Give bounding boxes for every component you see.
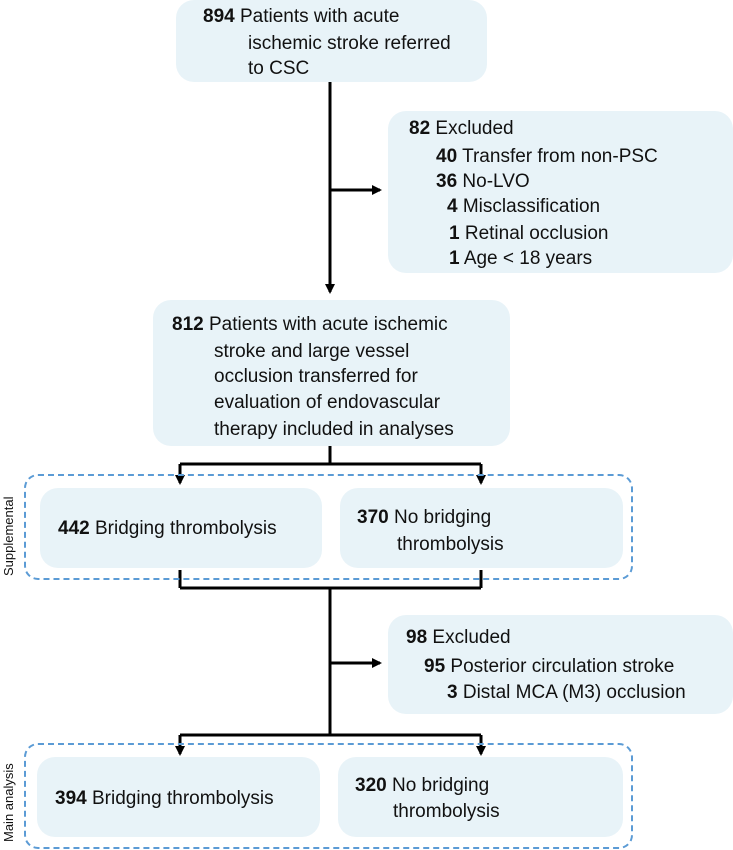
item-count: 3 <box>447 682 458 703</box>
supp-nobridging-line-1: 370 No bridging <box>357 505 491 530</box>
main-nobridging-box <box>338 757 623 837</box>
start-count: 894 <box>203 6 235 27</box>
included-line-2: stroke and large vessel <box>214 341 410 362</box>
item-label: Misclassification <box>462 196 601 217</box>
start-line-2: ischemic stroke referred <box>248 33 451 54</box>
supp-nobridging-count: 370 <box>357 507 389 528</box>
main-nobridging-line-2: thrombolysis <box>393 801 500 822</box>
item-count: 1 <box>449 223 460 244</box>
main-analysis-group <box>24 743 633 849</box>
start-box <box>176 0 487 82</box>
start-text-1: Patients with acute <box>239 6 400 27</box>
supp-bridging-count: 442 <box>58 518 90 539</box>
excluded-1-header: 82 Excluded <box>409 116 514 141</box>
item-label: Age < 18 years <box>463 248 593 269</box>
item-count: 95 <box>424 656 446 677</box>
item-label: Transfer from non-PSC <box>462 146 658 167</box>
included-box <box>153 300 510 446</box>
main-nobridging-line-1: 320 No bridging <box>355 773 489 798</box>
item-count: 36 <box>436 171 458 192</box>
item-count: 4 <box>447 196 458 217</box>
main-nobridging-text-1: No bridging <box>391 775 490 796</box>
main-bridging-count: 394 <box>55 788 87 809</box>
item-count: 1 <box>449 248 460 269</box>
excluded-2-label: Excluded <box>432 627 511 648</box>
excluded-1-item: 1 Age < 18 years <box>449 246 592 271</box>
main-bridging-text: 394 Bridging thrombolysis <box>55 786 274 811</box>
excluded-2-header: 98 Excluded <box>406 625 511 650</box>
supp-nobridging-text-1: No bridging <box>393 507 492 528</box>
item-label: No-LVO <box>462 171 530 192</box>
supplemental-label: Supplemental <box>1 496 16 577</box>
excluded-2-count: 98 <box>406 627 428 648</box>
excluded-1-item: 36 No-LVO <box>436 169 530 194</box>
excluded-1-count: 82 <box>409 118 431 139</box>
excluded-box-1 <box>388 111 733 273</box>
excluded-1-item: 40 Transfer from non-PSC <box>436 144 658 169</box>
item-label: Retinal occlusion <box>464 223 609 244</box>
excluded-1-label: Excluded <box>435 118 514 139</box>
excluded-2-item: 95 Posterior circulation stroke <box>424 654 674 679</box>
included-text-1: Patients with acute ischemic <box>208 314 448 335</box>
supp-bridging-label: Bridging thrombolysis <box>94 518 277 539</box>
excluded-2-item: 3 Distal MCA (M3) occlusion <box>447 680 686 705</box>
included-count: 812 <box>172 314 204 335</box>
supp-bridging-text: 442 Bridging thrombolysis <box>58 516 277 541</box>
item-label: Distal MCA (M3) occlusion <box>462 682 686 703</box>
included-line-1: 812 Patients with acute ischemic <box>172 312 448 337</box>
included-line-4: evaluation of endovascular <box>214 392 441 413</box>
supp-nobridging-box <box>340 488 623 568</box>
main-analysis-label: Main analysis <box>1 763 16 842</box>
start-line-3: to CSC <box>248 58 310 79</box>
excluded-1-item: 1 Retinal occlusion <box>449 221 609 246</box>
supp-bridging-box <box>40 488 322 568</box>
main-bridging-box <box>37 757 320 837</box>
supplemental-group <box>24 474 633 580</box>
start-line-1: 894 Patients with acute <box>203 4 399 29</box>
item-label: Posterior circulation stroke <box>450 656 675 677</box>
main-nobridging-count: 320 <box>355 775 387 796</box>
excluded-box-2 <box>388 615 733 714</box>
item-count: 40 <box>436 146 458 167</box>
main-bridging-label: Bridging thrombolysis <box>91 788 274 809</box>
included-line-5: therapy included in analyses <box>214 419 454 440</box>
included-line-3: occlusion transferred for <box>214 366 418 387</box>
supp-nobridging-line-2: thrombolysis <box>397 534 504 555</box>
excluded-1-item: 4 Misclassification <box>447 194 600 219</box>
